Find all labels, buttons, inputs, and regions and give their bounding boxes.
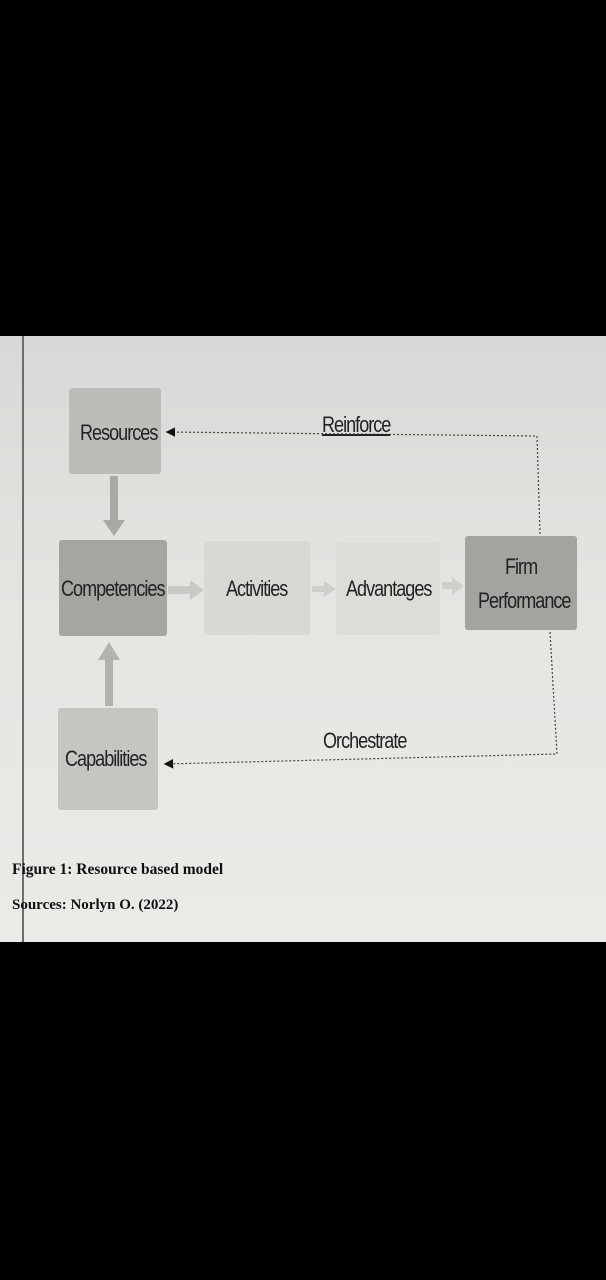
figure-caption: Figure 1: Resource based model xyxy=(12,861,224,878)
capabilities-label: Capabilities xyxy=(65,746,147,771)
firm-performance-label-line1: Firm xyxy=(505,554,538,579)
resources-label: Resources xyxy=(80,420,158,445)
firm-performance-label-line2: Performance xyxy=(478,588,571,613)
document-page: Resources Competencies Activities Advant… xyxy=(0,336,606,942)
figure-source: Sources: Norlyn O. (2022) xyxy=(12,897,179,913)
advantages-label: Advantages xyxy=(346,576,432,601)
page-margin-line xyxy=(22,336,24,942)
orchestrate-connector xyxy=(163,631,558,769)
activities-label: Activities xyxy=(226,576,288,601)
activities-box xyxy=(204,541,310,635)
flow-arrow-1 xyxy=(168,580,204,600)
flow-arrow-2 xyxy=(312,581,336,597)
orchestrate-label: Orchestrate xyxy=(323,728,407,753)
competencies-box xyxy=(59,540,167,636)
up-arrow xyxy=(98,642,120,706)
reinforce-connector xyxy=(165,427,541,535)
capabilities-box xyxy=(58,708,158,810)
reinforce-label: Reinforce xyxy=(322,412,391,437)
flow-arrow-3 xyxy=(442,577,464,595)
down-arrow xyxy=(103,476,125,536)
connector-layer xyxy=(98,427,558,769)
advantages-box xyxy=(336,543,440,635)
resources-box xyxy=(69,388,161,474)
competencies-label: Competencies xyxy=(61,576,165,601)
firm-performance-box xyxy=(465,536,577,630)
